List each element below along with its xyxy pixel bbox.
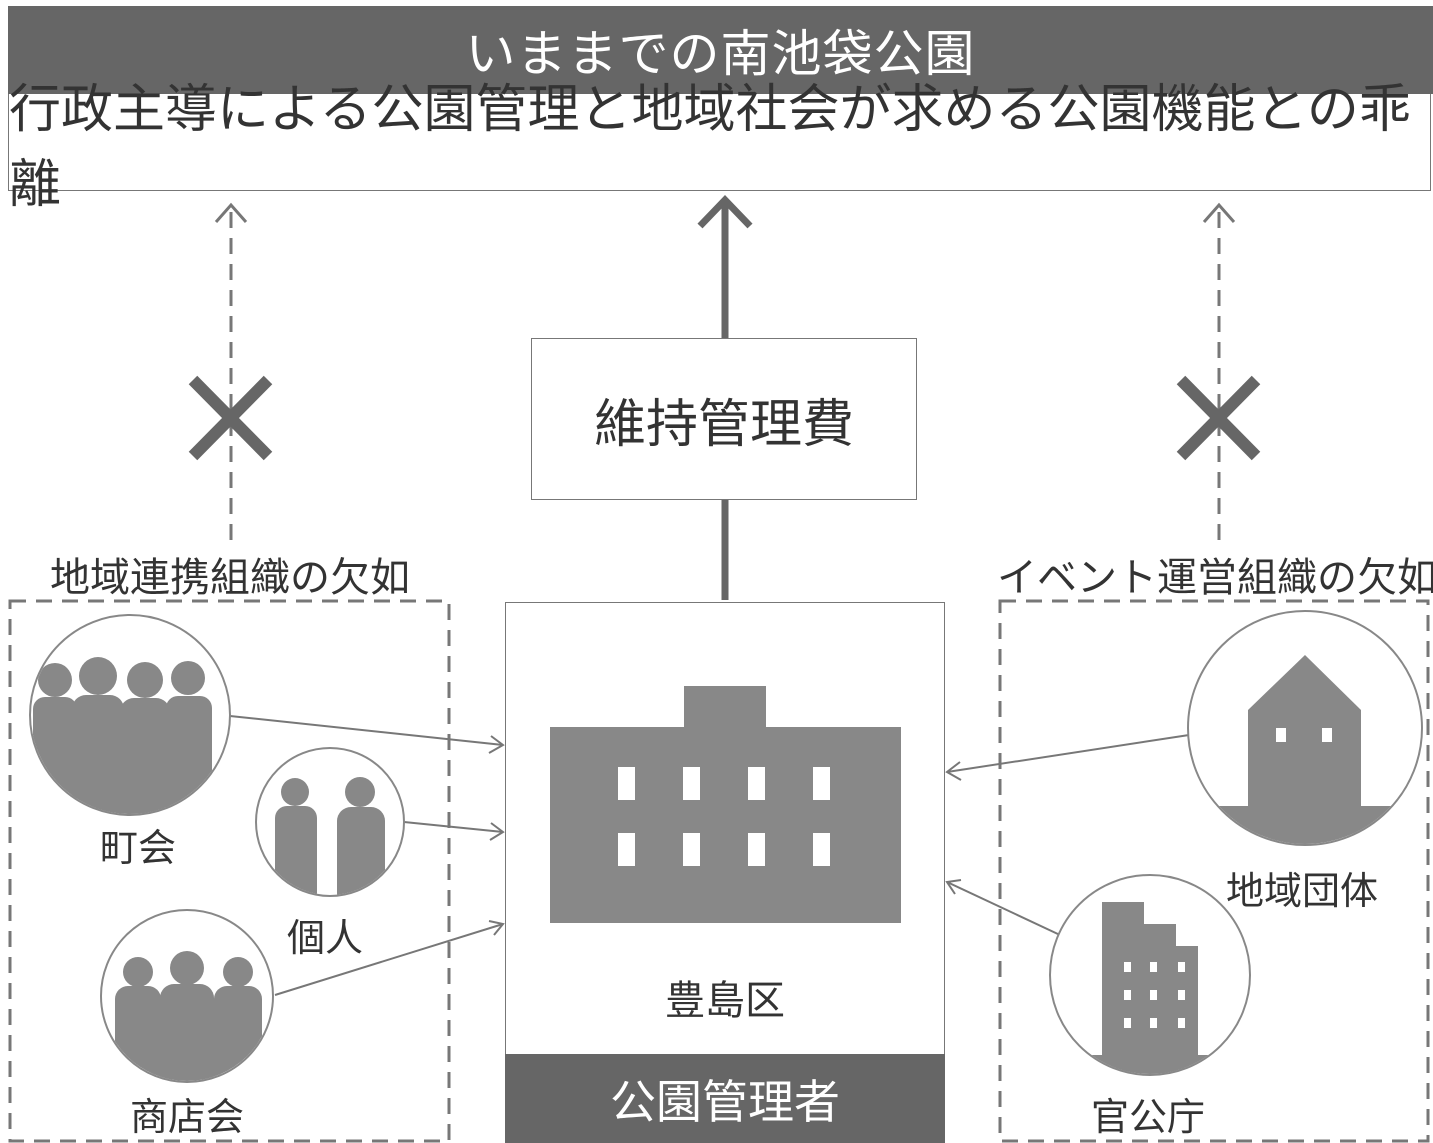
connector-kankoucho xyxy=(945,879,1061,936)
shoutenkai-label: 商店会 xyxy=(130,1095,245,1139)
diagram-title: いままでの南池袋公園 xyxy=(8,6,1433,94)
kojin-label: 個人 xyxy=(287,916,364,960)
connector-chiikidantai xyxy=(945,734,1190,781)
office-building-icon xyxy=(1049,874,1251,1076)
connector-kojin xyxy=(403,821,505,841)
connector-shoutenkai xyxy=(274,920,505,996)
choukai-label: 町会 xyxy=(100,826,177,870)
chiiki-dantai-label: 地域団体 xyxy=(1226,869,1379,913)
center-arrowhead xyxy=(697,194,753,229)
group-icon xyxy=(100,909,274,1083)
park-manager-label: 公園管理者 xyxy=(505,1054,945,1143)
right-group-title: イベント運営組織の欠如 xyxy=(997,555,1433,601)
right-group-box xyxy=(998,599,1430,1143)
left-group-title: 地域連携組織の欠如 xyxy=(50,555,410,601)
left-arrowhead xyxy=(214,202,248,223)
left-cross-icon xyxy=(188,375,273,461)
house-icon xyxy=(1187,610,1423,846)
left-group-box xyxy=(8,599,451,1143)
connector-choukai xyxy=(229,715,505,754)
ward-label: 豊島区 xyxy=(665,978,785,1024)
right-arrowhead xyxy=(1202,202,1236,223)
two-people-icon xyxy=(255,747,405,897)
right-cross-icon xyxy=(1176,375,1261,461)
crowd-icon xyxy=(29,614,231,816)
maintenance-cost-box: 維持管理費 xyxy=(531,338,917,500)
kankoucho-label: 官公庁 xyxy=(1091,1095,1206,1139)
